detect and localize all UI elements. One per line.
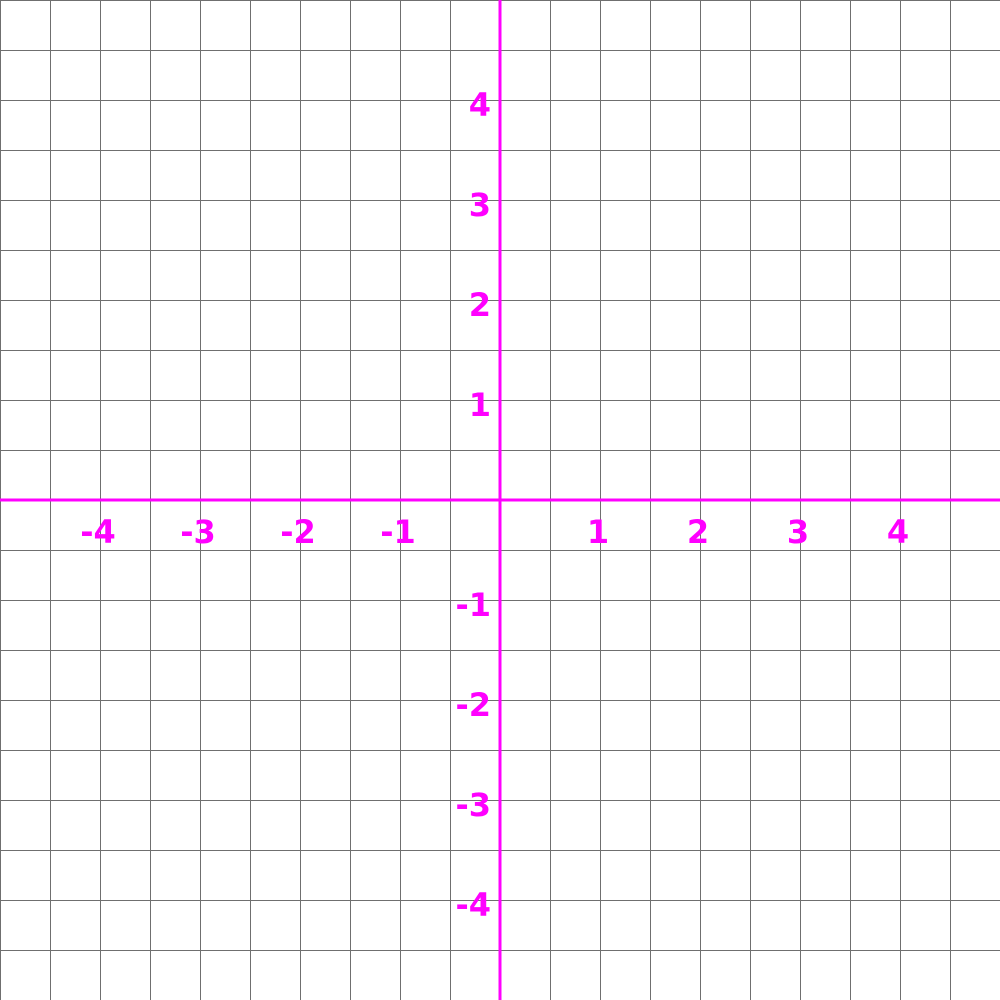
y-tick-label: -2 [455, 686, 491, 724]
x-tick-label: -2 [280, 513, 316, 551]
y-tick-labels: 4 3 2 1 -1 -2 -3 -4 [455, 86, 491, 924]
y-tick-label: -1 [455, 586, 491, 624]
x-tick-label: 2 [687, 513, 709, 551]
y-tick-label: -4 [455, 886, 491, 924]
x-tick-label: 4 [887, 513, 909, 551]
y-tick-label: -3 [455, 786, 491, 824]
x-tick-label: 1 [587, 513, 609, 551]
y-tick-label: 2 [469, 286, 491, 324]
y-tick-label: 1 [469, 386, 491, 424]
x-tick-label: -4 [80, 513, 116, 551]
x-tick-label: -1 [380, 513, 416, 551]
x-tick-label: -3 [180, 513, 216, 551]
x-tick-labels: -4 -3 -2 -1 1 2 3 4 [80, 513, 909, 551]
y-tick-label: 4 [469, 86, 491, 124]
x-tick-label: 3 [787, 513, 809, 551]
y-tick-label: 3 [469, 186, 491, 224]
